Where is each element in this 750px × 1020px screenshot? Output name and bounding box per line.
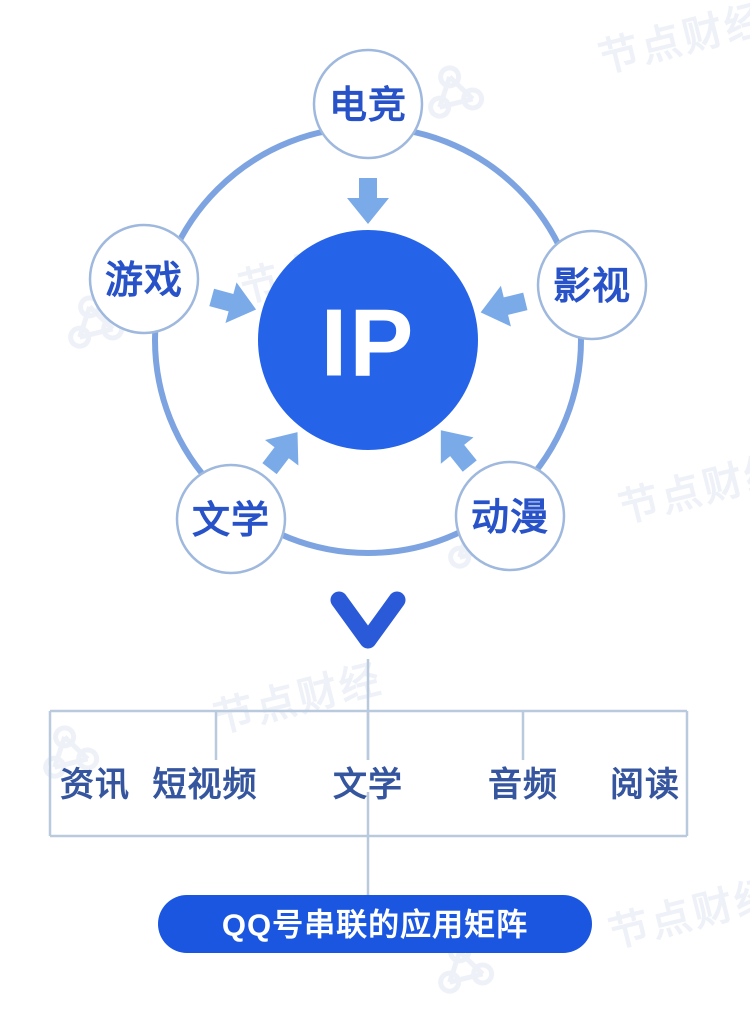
satellite-node-film-tv[interactable]: 影视 <box>536 229 648 341</box>
matrix-item-2[interactable]: 文学 <box>333 765 403 804</box>
matrix-item-1[interactable]: 短视频 <box>153 766 258 804</box>
watermark-link <box>52 736 67 768</box>
satellite-label-games: 游戏 <box>105 260 183 302</box>
ip-hub-circle <box>258 230 478 450</box>
matrix-item-3[interactable]: 音频 <box>488 766 558 804</box>
watermark-link <box>79 326 114 340</box>
watermark: 节点财经 <box>43 657 388 779</box>
satellite-circle-esports <box>312 48 424 160</box>
satellite-circle-film-tv <box>536 229 648 341</box>
watermark-text: 节点财经 <box>210 657 388 741</box>
watermark-link <box>87 305 115 331</box>
matrix-pill-background[interactable] <box>158 895 592 953</box>
arrow-to-hub-games <box>209 282 257 323</box>
watermark-link <box>457 950 485 976</box>
watermark-node-icon <box>53 725 77 749</box>
satellite-circle-games <box>88 223 200 335</box>
satellite-label-anime: 动漫 <box>471 497 549 539</box>
satellite-circle-anime <box>454 460 566 572</box>
watermark-link <box>77 306 92 338</box>
watermark-node-icon <box>438 65 462 89</box>
inward-arrow-layer <box>209 178 528 475</box>
down-chevron-icon <box>330 591 406 649</box>
arrow-to-hub-film-tv <box>480 285 528 327</box>
watermark: 节点财经 <box>428 0 750 119</box>
watermark-link <box>447 75 475 101</box>
arrow-to-hub-anime <box>440 430 477 472</box>
watermark-text: 节点财经 <box>605 872 750 956</box>
watermark-text: 节点财经 <box>595 0 750 81</box>
watermark-link <box>447 951 462 983</box>
watermark-link <box>439 96 474 110</box>
watermark-link <box>437 76 452 108</box>
arrow-to-hub-esports <box>347 178 389 224</box>
satellite-label-esports: 电竞 <box>329 85 407 127</box>
satellite-circle-literature <box>175 463 287 575</box>
watermark-link <box>54 756 89 770</box>
satellite-label-literature: 文学 <box>192 499 270 542</box>
matrix-bracket <box>48 659 689 895</box>
satellite-node-literature[interactable]: 文学 <box>175 463 287 575</box>
matrix-item-4[interactable]: 阅读 <box>610 766 680 804</box>
matrix-item-0[interactable]: 资讯 <box>60 766 130 804</box>
watermark-link <box>449 971 484 985</box>
satellite-node-esports[interactable]: 电竞 <box>312 48 424 160</box>
satellite-label-film-tv: 影视 <box>553 266 631 308</box>
arrow-to-hub-literature <box>262 432 299 475</box>
ip-hub-label: IP <box>321 290 416 397</box>
watermark-link <box>62 735 90 761</box>
satellite-node-anime[interactable]: 动漫 <box>454 460 566 572</box>
matrix-label-layer: 资讯短视频 文学 音频 阅读 <box>60 765 680 804</box>
watermark-text: 节点财经 <box>615 447 750 531</box>
matrix-pill-label: QQ号串联的应用矩阵 <box>222 908 528 943</box>
satellite-node-games[interactable]: 游戏 <box>88 223 200 335</box>
